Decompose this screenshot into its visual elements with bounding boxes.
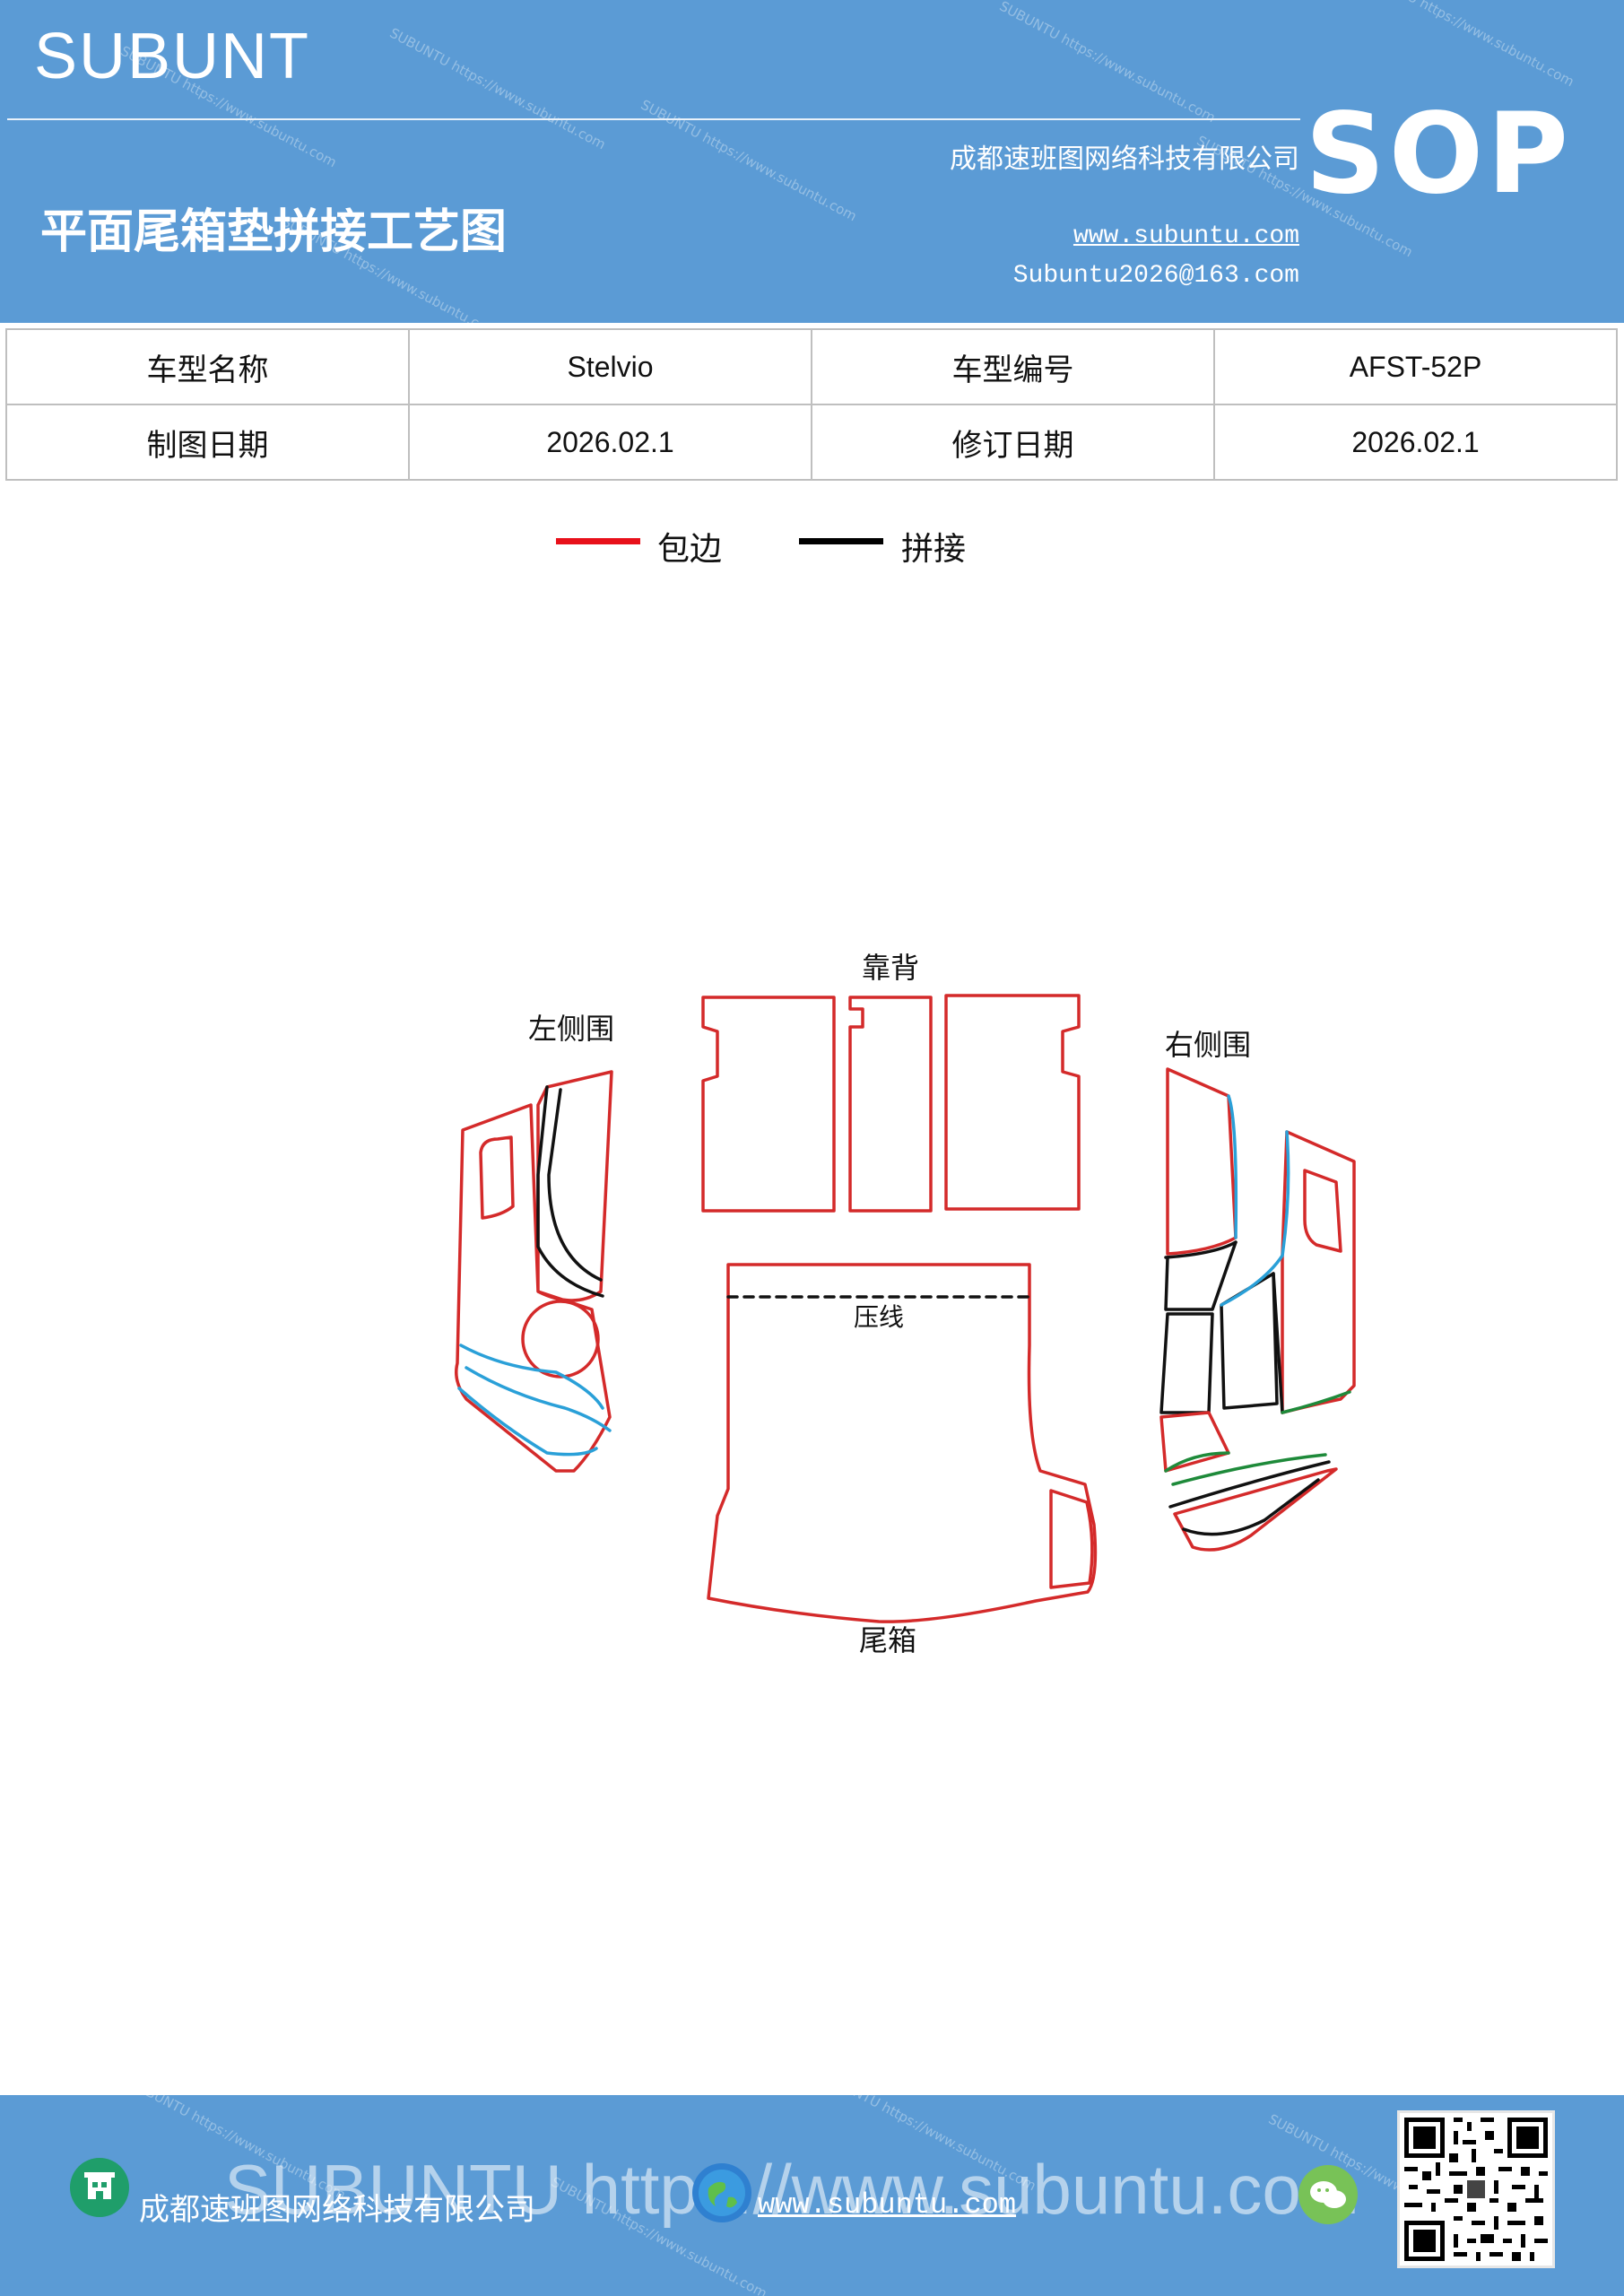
- footer-website-link[interactable]: www.subuntu.com: [758, 2188, 1017, 2222]
- label-backrest: 靠背: [862, 951, 919, 985]
- brand-name: SUBUNT: [34, 21, 311, 92]
- page-title: 平面尾箱垫拼接工艺图: [40, 205, 508, 259]
- qr-code: [1397, 2110, 1555, 2268]
- website-link[interactable]: www.subuntu.com: [1073, 222, 1299, 250]
- backrest-panel-right: [944, 994, 1081, 1211]
- table-value-revision-date: 2026.02.1: [1213, 404, 1618, 481]
- table-value-model-name: Stelvio: [408, 328, 812, 405]
- footer-watermark: SUBUNTU https://www.subuntu.com: [224, 2150, 1359, 2229]
- footer-banner: SUBUNTU https://www.subuntu.com SUBUNTU …: [0, 2095, 1624, 2296]
- building-icon: [70, 2158, 129, 2217]
- email-address: Subuntu2026@163.com: [1012, 262, 1299, 290]
- table-label-model-code: 车型编号: [811, 328, 1215, 405]
- trunk-floor-panel: [707, 1263, 1098, 1623]
- legend-swatch-edge: [556, 538, 640, 544]
- table-label-draw-date: 制图日期: [5, 404, 410, 481]
- table-value-draw-date: 2026.02.1: [408, 404, 812, 481]
- vehicle-info-table: 车型名称 Stelvio 车型编号 AFST-52P 制图日期 2026.02.…: [5, 328, 1618, 481]
- left-side-panel: [455, 1070, 613, 1473]
- backrest-panel-left: [701, 996, 836, 1213]
- table-row: 车型名称 Stelvio 车型编号 AFST-52P: [5, 328, 1618, 405]
- table-row: 制图日期 2026.02.1 修订日期 2026.02.1: [5, 404, 1618, 481]
- wechat-icon: [1298, 2165, 1358, 2224]
- globe-icon: [692, 2163, 751, 2222]
- label-press-line: 压线: [854, 1302, 904, 1332]
- legend-label-edge: 包边: [657, 531, 723, 568]
- label-left-side: 左侧围: [528, 1012, 614, 1046]
- table-value-model-code: AFST-52P: [1213, 328, 1618, 405]
- footer-company-name: 成都速班图网络科技有限公司: [139, 2192, 535, 2228]
- header-divider: [7, 118, 1300, 120]
- sop-badge: SOP: [1305, 90, 1572, 219]
- legend-swatch-seam: [799, 538, 883, 544]
- label-trunk: 尾箱: [859, 1623, 916, 1657]
- backrest-panel-middle: [848, 996, 933, 1213]
- legend: 包边 拼接: [0, 525, 1624, 578]
- company-name: 成都速班图网络科技有限公司: [950, 144, 1299, 175]
- right-side-panel: [1159, 1067, 1356, 1552]
- label-right-side: 右侧围: [1165, 1028, 1251, 1062]
- table-label-revision-date: 修订日期: [811, 404, 1215, 481]
- legend-label-seam: 拼接: [901, 531, 967, 568]
- header-banner: SUBUNTU https://www.subuntu.com SUBUNTU …: [0, 0, 1624, 323]
- table-label-model-name: 车型名称: [5, 328, 410, 405]
